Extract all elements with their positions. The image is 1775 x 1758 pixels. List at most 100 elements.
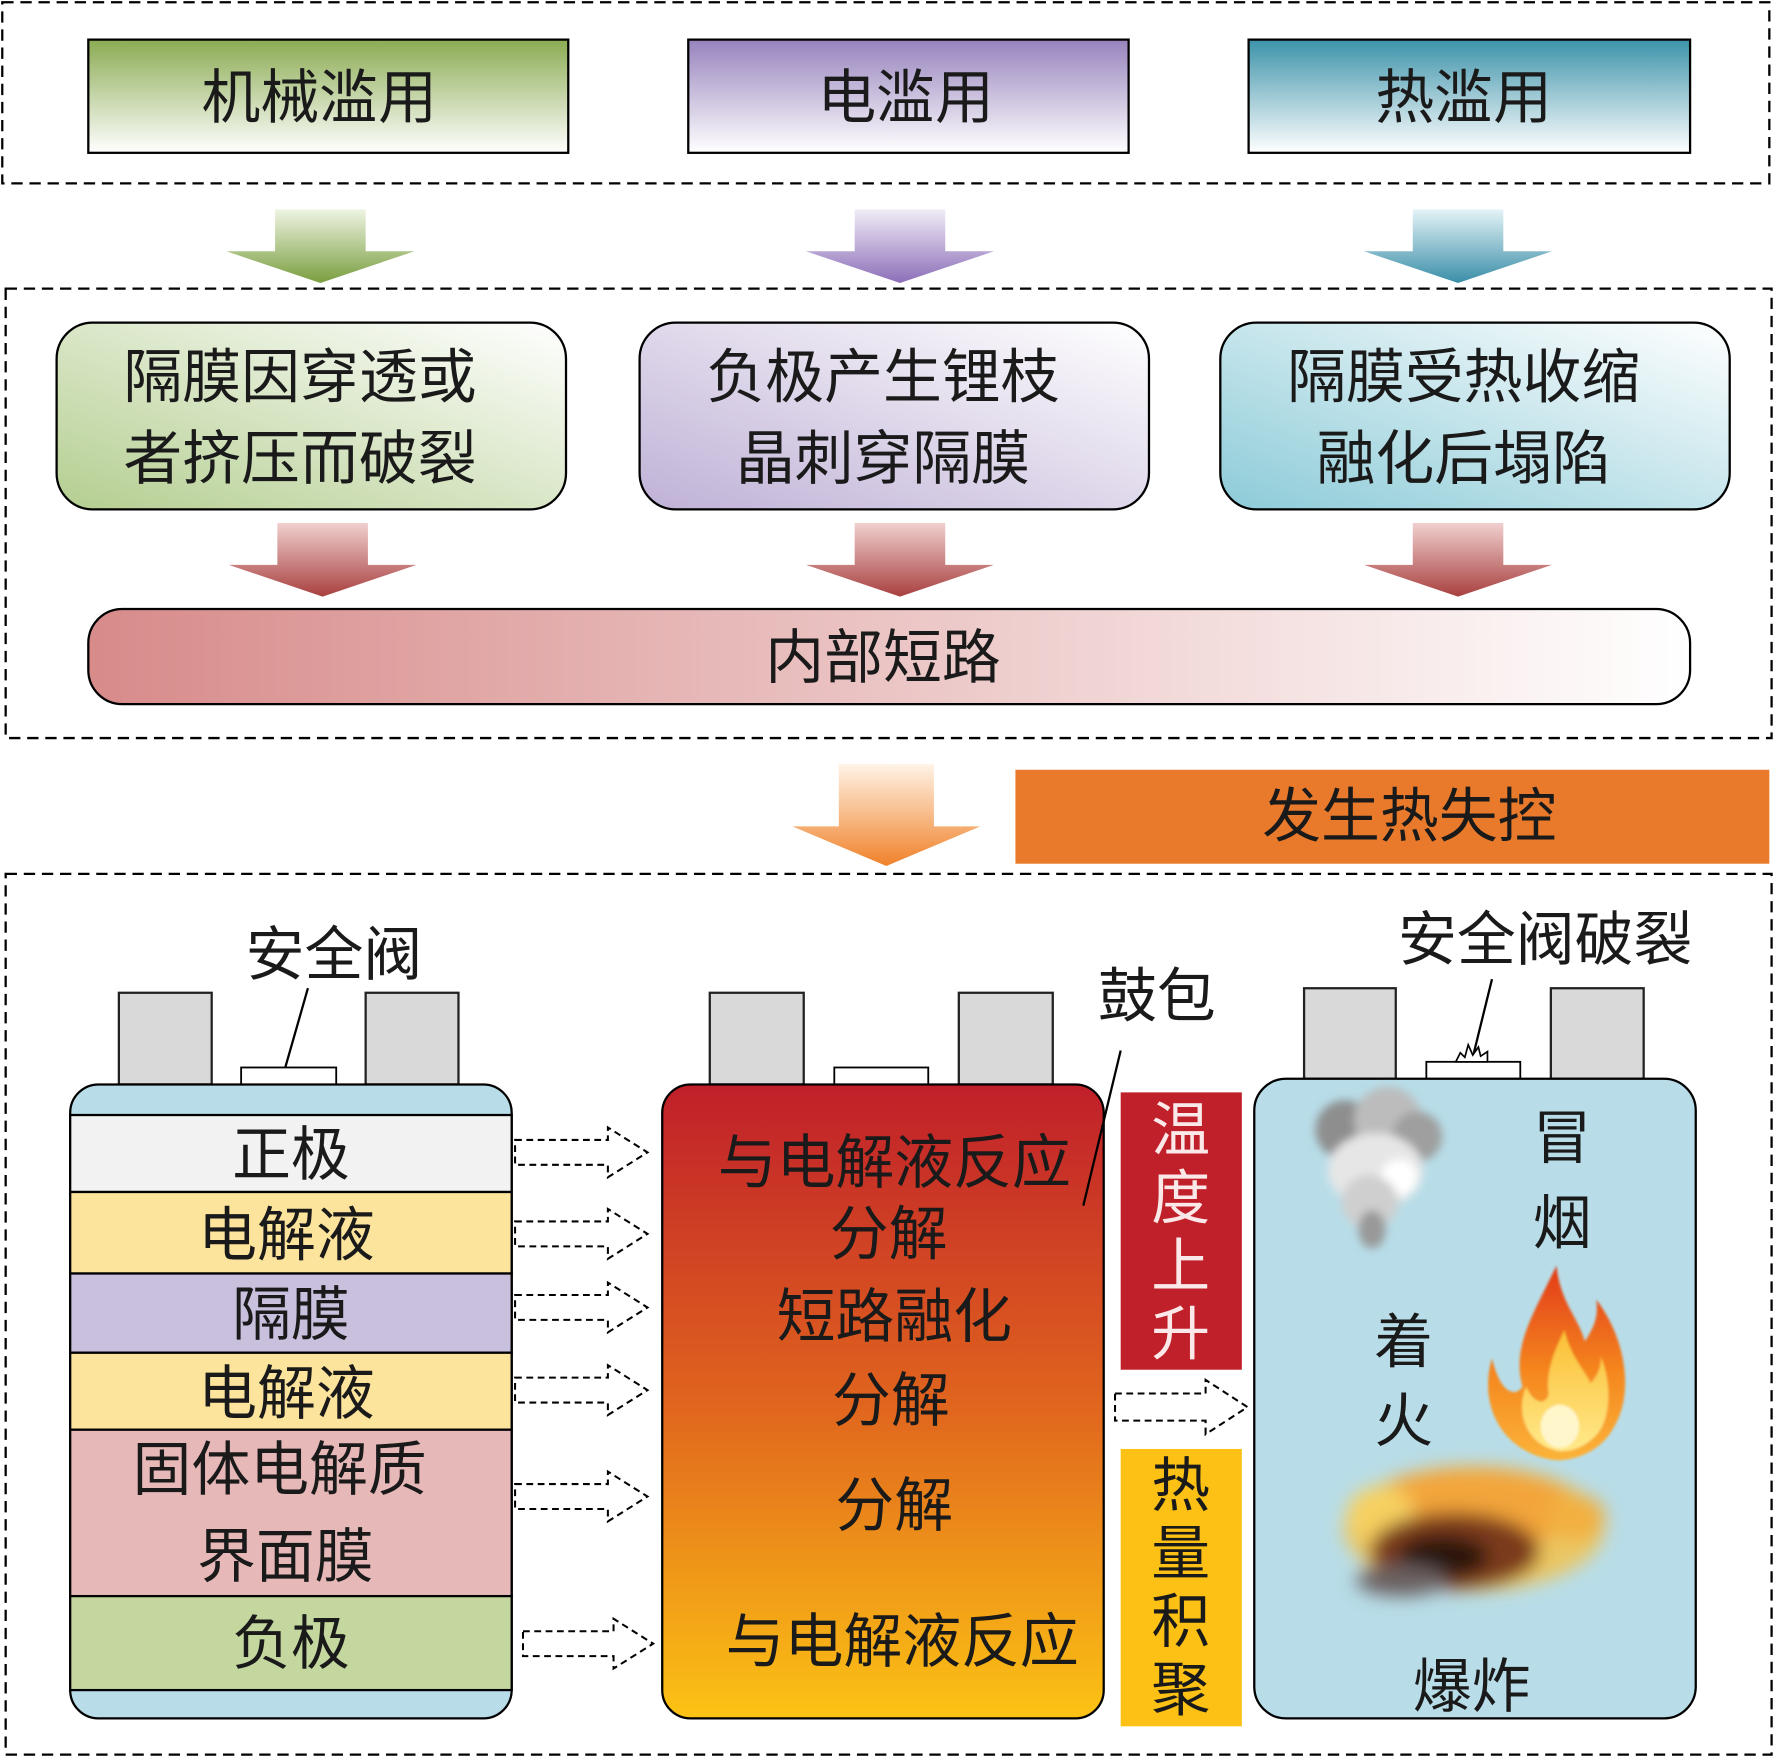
mechanism-box bbox=[638, 321, 1151, 511]
layer-electrolyte-bottom-label: 电解液 bbox=[198, 1359, 375, 1428]
layer-separator-label: 隔膜 bbox=[232, 1280, 350, 1349]
vertical-char: 上 bbox=[1151, 1231, 1210, 1300]
vertical-char: 冒 bbox=[1533, 1103, 1592, 1172]
down-arrow-red-left bbox=[228, 522, 417, 597]
internal-short-label: 内部短路 bbox=[765, 623, 1000, 692]
thermal-runaway-bar bbox=[1015, 769, 1770, 864]
internal-short-circuit: 内部短路 bbox=[87, 607, 1692, 706]
safety-valve bbox=[240, 1066, 338, 1086]
thermal-runaway-banner: 发生热失控 bbox=[1015, 769, 1770, 864]
ruptured-battery: 安全阀破裂 冒烟 着火 爆炸 bbox=[1253, 905, 1697, 1721]
mechanism-line-2: 者挤压而破裂 bbox=[123, 424, 476, 493]
down-arrow-red-center bbox=[805, 522, 994, 597]
cause-mechanical-abuse: 机械滥用 bbox=[87, 38, 570, 154]
layer-sei-label-line-2: 界面膜 bbox=[197, 1522, 374, 1591]
mechanism-line-1: 隔膜受热收缩 bbox=[1287, 342, 1640, 411]
down-arrow-orange bbox=[792, 764, 981, 866]
cause-thermal-abuse: 热滥用 bbox=[1247, 38, 1692, 154]
valve-rupture-label: 安全阀破裂 bbox=[1398, 905, 1692, 974]
dashed-arrow-electrolyte-bottom bbox=[514, 1363, 650, 1417]
valve-rupture-leader-line bbox=[1472, 978, 1494, 1054]
valve-burst-icon bbox=[1454, 1042, 1489, 1063]
mechanism-line-2: 晶刺穿隔膜 bbox=[736, 424, 1030, 493]
layer-sei-label-line-1: 固体电解质 bbox=[132, 1435, 426, 1504]
layer-anode bbox=[69, 1594, 513, 1692]
dashed-arrow-electrolyte-top bbox=[514, 1207, 650, 1261]
battery-casing bbox=[1253, 1077, 1697, 1720]
failure-mechanisms-group bbox=[4, 287, 1773, 740]
safety-valve-leader-line bbox=[284, 987, 310, 1068]
cause-box bbox=[1247, 38, 1692, 154]
abuse-causes-group bbox=[1, 1, 1771, 185]
mechanism-lithium-dendrite: 负极产生锂枝 晶刺穿隔膜 bbox=[638, 321, 1151, 511]
down-arrow-teal bbox=[1364, 209, 1552, 284]
explosion-icon bbox=[1343, 1465, 1606, 1597]
terminal-left bbox=[117, 991, 213, 1086]
cause-label: 机械滥用 bbox=[202, 63, 437, 132]
layer-cathode bbox=[69, 1113, 513, 1194]
mechanism-line-1: 隔膜因穿透或 bbox=[123, 342, 476, 411]
reaction-anode: 与电解液反应 bbox=[726, 1607, 1079, 1676]
cause-box bbox=[687, 38, 1130, 154]
safety-valve-label: 安全阀 bbox=[246, 920, 423, 989]
temperature-rise-label: 温度上升 bbox=[1151, 1095, 1210, 1368]
reaction-electrolyte-bottom: 分解 bbox=[832, 1366, 950, 1435]
heat-accumulation-bar bbox=[1120, 1448, 1242, 1727]
vertical-char: 温 bbox=[1151, 1095, 1210, 1164]
terminal-right bbox=[364, 991, 460, 1086]
safety-valve bbox=[833, 1066, 930, 1086]
reaction-separator: 短路融化 bbox=[777, 1282, 1012, 1351]
dashed-arrow-to-rupture bbox=[1114, 1378, 1250, 1437]
vertical-char: 积 bbox=[1151, 1587, 1210, 1656]
reaction-sei-film: 分解 bbox=[835, 1471, 953, 1540]
explosion-smoke bbox=[1356, 1564, 1447, 1597]
internal-short-bar bbox=[87, 607, 1692, 706]
heat-accumulation: 热量积聚 bbox=[1120, 1448, 1242, 1727]
swollen-battery: 与电解液反应 分解 短路融化 分解 分解 与电解液反应 鼓包 bbox=[661, 962, 1216, 1720]
layer-sei-film bbox=[69, 1428, 513, 1598]
vertical-char: 升 bbox=[1151, 1299, 1210, 1368]
vertical-char: 火 bbox=[1374, 1386, 1433, 1455]
cause-electrical-abuse: 电滥用 bbox=[687, 38, 1130, 154]
down-arrow-green bbox=[226, 209, 415, 284]
terminal-right bbox=[957, 991, 1054, 1086]
down-arrow-purple bbox=[805, 209, 994, 284]
reaction-electrolyte-top: 分解 bbox=[830, 1199, 948, 1268]
safety-valve-ruptured bbox=[1425, 1060, 1522, 1080]
battery-casing-heated bbox=[661, 1083, 1105, 1720]
mechanism-box bbox=[55, 321, 568, 511]
terminal-right bbox=[1549, 987, 1645, 1080]
thermal-runaway-label: 发生热失控 bbox=[1262, 782, 1556, 851]
vertical-char: 度 bbox=[1151, 1163, 1210, 1232]
vertical-char: 着 bbox=[1374, 1307, 1433, 1376]
mechanism-separator-shrink: 隔膜受热收缩 融化后塌陷 bbox=[1219, 321, 1731, 511]
layer-separator bbox=[69, 1272, 513, 1354]
mechanism-line-1: 负极产生锂枝 bbox=[706, 342, 1059, 411]
down-arrow-red-right bbox=[1364, 522, 1552, 597]
reaction-cathode: 与电解液反应 bbox=[718, 1128, 1071, 1197]
normal-battery: 安全阀 正极 电解液 隔膜 电解液 固体电解质 界面膜 负极 bbox=[69, 920, 513, 1720]
flame-core bbox=[1540, 1404, 1580, 1448]
mechanism-line-2: 融化后塌陷 bbox=[1317, 424, 1611, 493]
cause-label: 热滥用 bbox=[1375, 63, 1552, 132]
cause-box bbox=[87, 38, 570, 154]
layer-anode-label: 负极 bbox=[232, 1609, 350, 1678]
vertical-char: 烟 bbox=[1533, 1188, 1592, 1257]
vertical-char: 量 bbox=[1151, 1519, 1210, 1588]
layer-electrolyte-top bbox=[69, 1190, 513, 1275]
dashed-arrow-anode bbox=[521, 1616, 656, 1671]
temperature-rise-bar bbox=[1120, 1092, 1242, 1370]
fire-label: 着火 bbox=[1374, 1307, 1433, 1455]
mechanism-separator-puncture: 隔膜因穿透或 者挤压而破裂 bbox=[55, 321, 568, 511]
terminal-left bbox=[708, 991, 805, 1086]
dashed-arrow-cathode bbox=[514, 1125, 650, 1180]
layer-cathode-label: 正极 bbox=[232, 1120, 350, 1189]
smoke-puff bbox=[1341, 1175, 1399, 1230]
dashed-arrow-sei-film bbox=[514, 1469, 650, 1524]
smoke-label: 冒烟 bbox=[1533, 1103, 1592, 1257]
dashed-arrow-separator bbox=[514, 1280, 650, 1335]
heat-accumulation-label: 热量积聚 bbox=[1151, 1451, 1210, 1724]
terminal-left bbox=[1302, 987, 1397, 1080]
swelling-leader-line bbox=[1082, 1050, 1122, 1206]
explosion-flare bbox=[1546, 1494, 1606, 1540]
